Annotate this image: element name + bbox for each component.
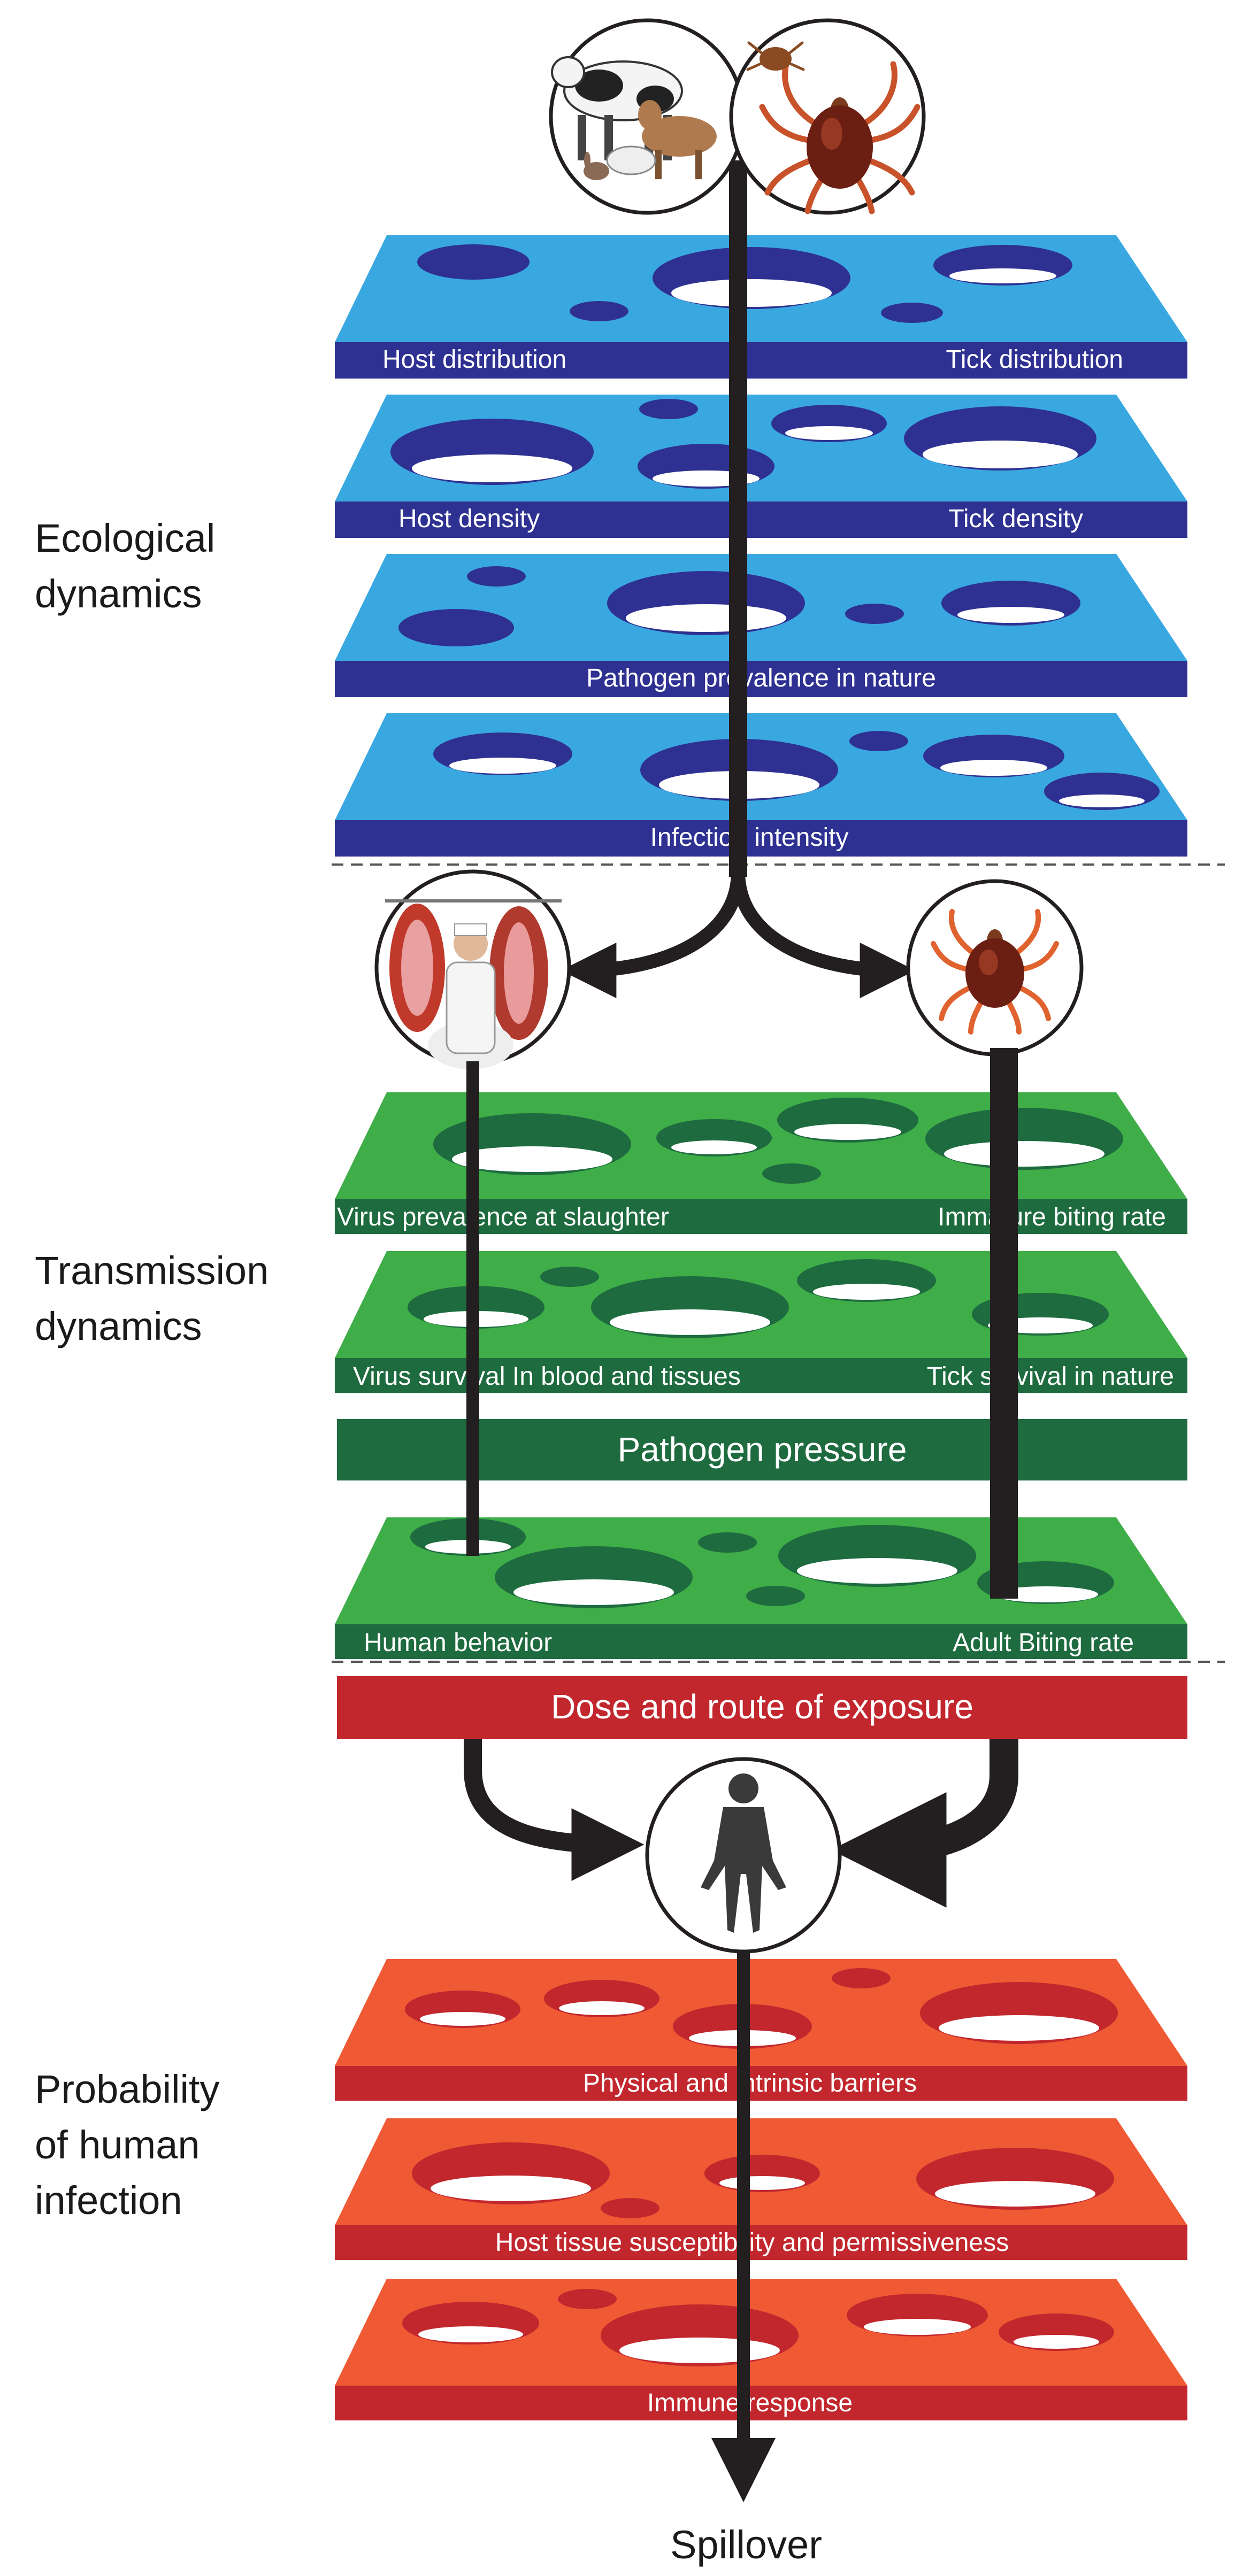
plate-label-host-density: Host density xyxy=(398,505,540,533)
plate-label-virus-survival: Virus survival In blood and tissues xyxy=(353,1362,741,1391)
plate-label-tick-distribution: Tick distribution xyxy=(946,345,1123,374)
plate-label-host-distribution: Host distribution xyxy=(382,345,566,374)
slaughterhouse-worker-icon xyxy=(374,869,571,1069)
plate-physical-barriers: Physical and intrinsic barriers xyxy=(335,1959,1187,2101)
human-figure-icon xyxy=(645,1757,842,1954)
fork-left-arrow xyxy=(561,871,745,998)
section-label-line: Transmission xyxy=(35,1248,269,1293)
plate-human-adult-biting: Human behavior Adult Biting rate xyxy=(335,1517,1187,1659)
section-label-line: of human xyxy=(35,2123,200,2167)
plate-label-infection-intensity: Infection intensity xyxy=(650,823,849,852)
plate-host-tick-density: Host density Tick density xyxy=(335,395,1187,538)
dose-route-bar xyxy=(337,1676,1187,1739)
plate-label-tick-density: Tick density xyxy=(948,505,1083,533)
tick-to-human-arrow xyxy=(831,1739,1018,1908)
plate-pathogen-prevalence: Pathogen prevalence in nature xyxy=(335,554,1187,697)
plate-label-immature-biting-rate: Immature biting rate xyxy=(938,1203,1166,1231)
tick-icon xyxy=(729,18,926,215)
section-label-line: Ecological xyxy=(35,516,216,560)
section-label-line: dynamics xyxy=(35,572,202,616)
dose-route-label: Dose and route of exposure xyxy=(551,1687,973,1726)
section-label-line: Probability xyxy=(35,2067,220,2111)
plate-label-virus-prevalence-slaughter: Virus prevalence at slaughter xyxy=(337,1203,669,1231)
section-label-transmission: Transmission dynamics xyxy=(35,1243,269,1354)
plate-host-susceptibility: Host tissue susceptibility and permissiv… xyxy=(335,2118,1187,2260)
plate-infection-intensity: Infection intensity xyxy=(335,713,1187,857)
section-label-ecological: Ecological dynamics xyxy=(35,511,215,622)
plate-label-tick-survival: Tick survival in nature xyxy=(927,1362,1174,1391)
plate-virus-tick-survival: Virus survival In blood and tissues Tick… xyxy=(335,1251,1187,1393)
plate-host-tick-distribution: Host distribution Tick distribution xyxy=(335,235,1187,379)
section-label-line: dynamics xyxy=(35,1304,202,1348)
fork-right-arrow xyxy=(731,871,916,998)
plate-immune-response: Immune response xyxy=(335,2279,1187,2420)
pathogen-pressure-label: Pathogen pressure xyxy=(618,1430,907,1469)
section-label-line: infection xyxy=(35,2178,182,2223)
plate-label-host-susceptibility: Host tissue susceptibility and permissiv… xyxy=(495,2228,1009,2257)
section-label-probability: Probability of human infection xyxy=(35,2062,220,2228)
livestock-to-human-arrow xyxy=(464,1739,645,1881)
livestock-hosts-icon xyxy=(549,18,746,215)
plate-label-adult-biting-rate: Adult Biting rate xyxy=(953,1629,1134,1657)
spillover-label: Spillover xyxy=(670,2523,822,2567)
plate-slaughter-biting: Virus prevalence at slaughter Immature b… xyxy=(335,1092,1187,1234)
spillover-arrowhead xyxy=(711,2438,776,2502)
plate-label-human-behavior: Human behavior xyxy=(364,1629,552,1657)
plate-label-pathogen-prevalence: Pathogen prevalence in nature xyxy=(586,664,936,692)
tick-icon-2 xyxy=(906,879,1084,1056)
